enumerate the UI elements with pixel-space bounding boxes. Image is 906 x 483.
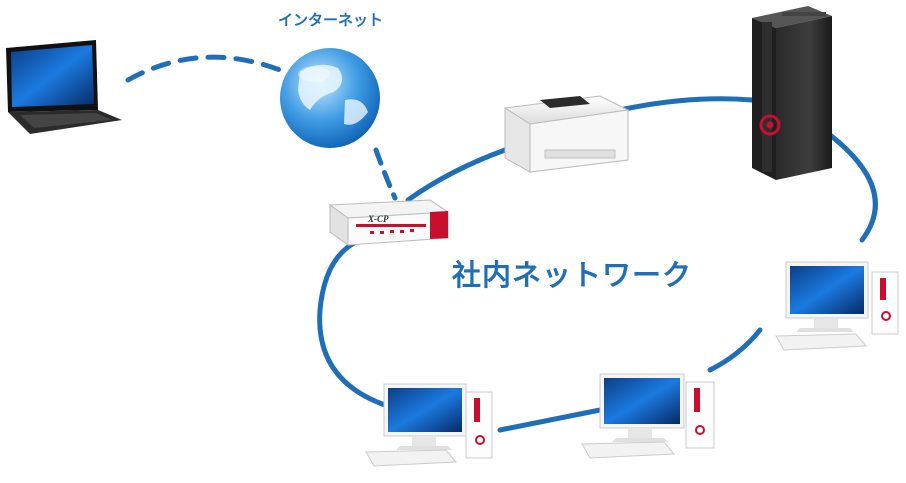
internet-link-router	[373, 147, 398, 201]
desktop-pc-3-icon	[775, 261, 899, 351]
router-icon: X-CP	[328, 199, 450, 246]
printer-icon	[503, 95, 630, 173]
internet-globe-icon	[280, 48, 380, 148]
internet-label: インターネット	[278, 11, 384, 29]
desktop-pc-2-icon	[581, 373, 715, 459]
desktop-pc-1-icon	[365, 383, 493, 467]
lan-ring	[317, 96, 878, 433]
server-icon	[752, 6, 832, 180]
internet-link-laptop	[125, 54, 283, 83]
router-brand-text: X-CP	[367, 214, 389, 224]
laptop-icon	[6, 40, 122, 134]
internal-network-label: 社内ネットワーク	[452, 258, 693, 292]
